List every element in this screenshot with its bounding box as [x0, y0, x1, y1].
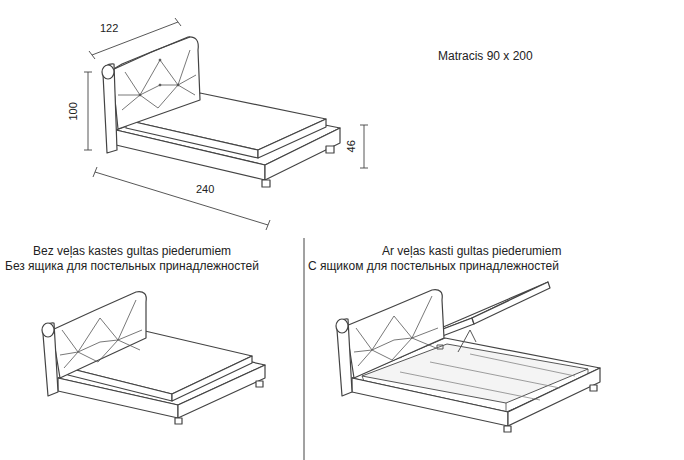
dimension-height: 100: [67, 102, 80, 120]
caption-russian: Без ящика для постельных принадлежностей: [5, 260, 259, 274]
top-bed: [84, 18, 368, 230]
caption-russian: С ящиком для постельных принадлежностей: [308, 260, 559, 274]
bed-without-box: [42, 292, 265, 424]
caption-latvian: Ar veļas kasti gultas piederumiem: [382, 245, 561, 259]
divider-line: [304, 238, 305, 460]
dimension-length: 240: [196, 183, 214, 196]
bed-with-box: [336, 282, 600, 432]
dimension-base-height: 46: [345, 140, 358, 152]
dimension-width: 122: [100, 22, 118, 35]
mattress-size-note: Matracis 90 x 200: [438, 50, 533, 64]
caption-latvian: Bez veļas kastes gultas piederumiem: [33, 245, 231, 259]
dimension-lines: [84, 18, 368, 230]
